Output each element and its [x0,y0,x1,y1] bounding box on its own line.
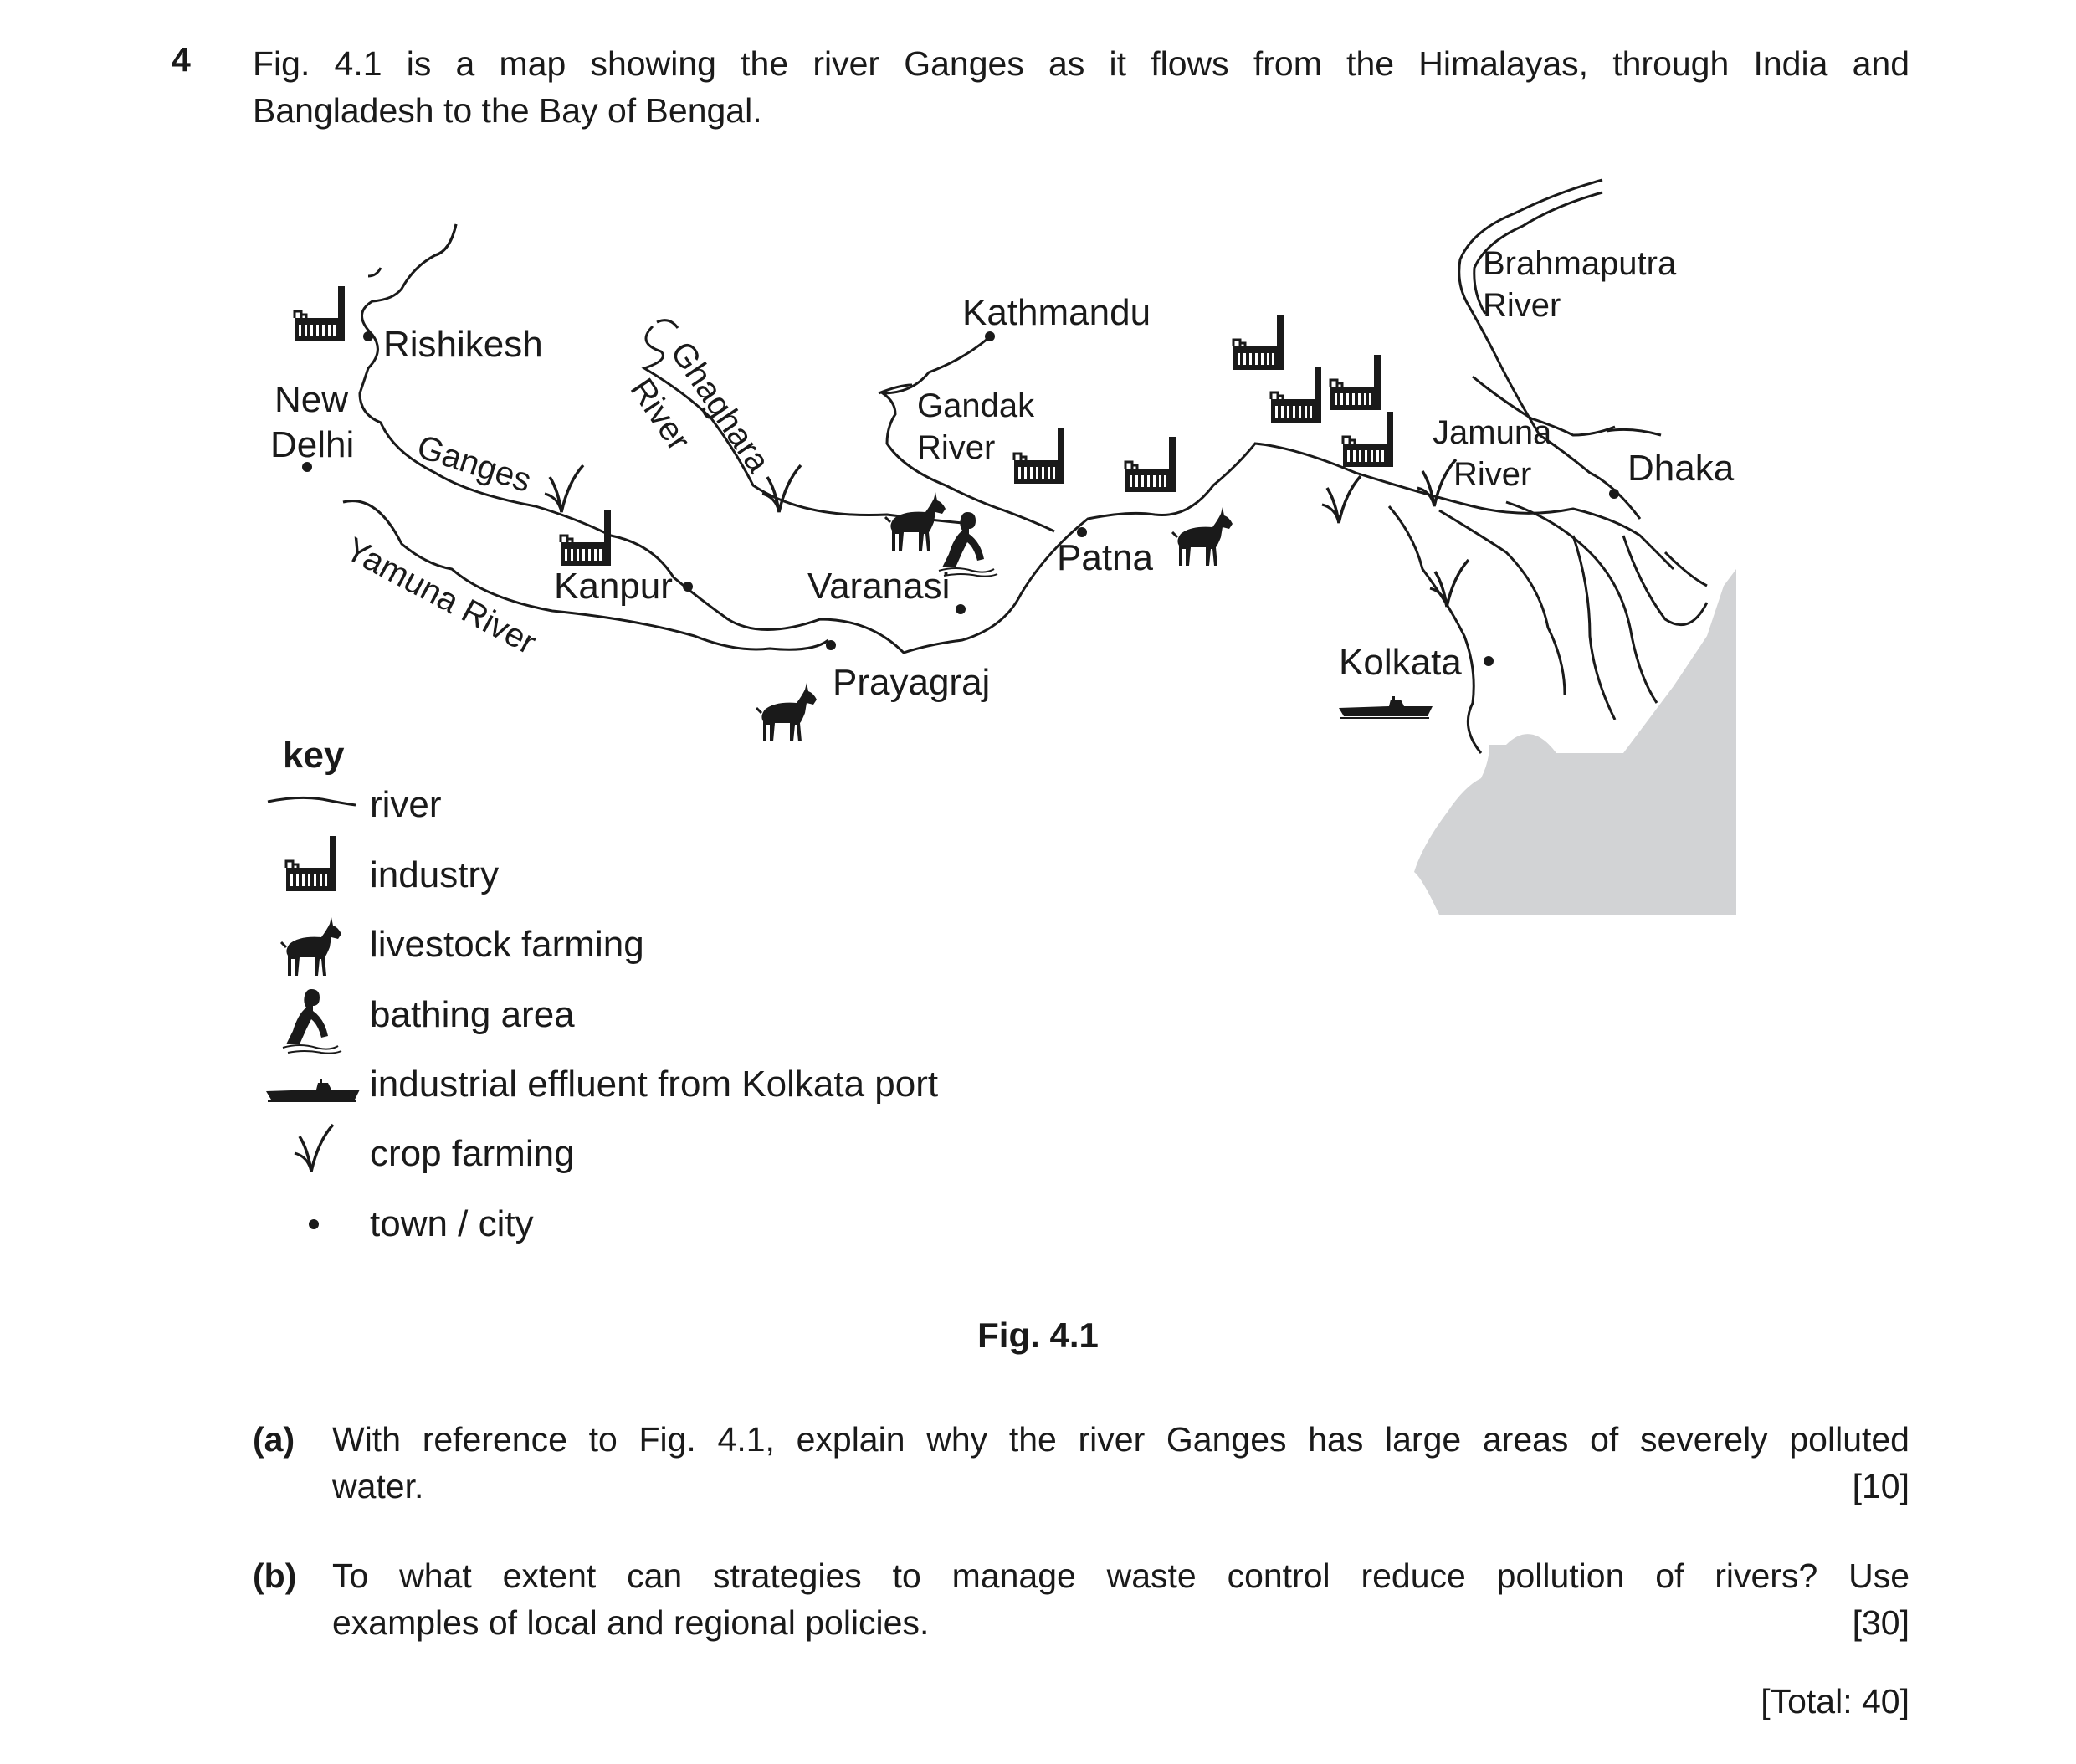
factory-icon [559,509,613,567]
label-delhi: Delhi [270,424,354,465]
part-b-line-2-text: examples of local and regional policies. [332,1603,930,1642]
label-yamuna: Yamuna River [340,531,542,661]
dot-kolkata [1484,656,1494,666]
label-brahmaputra-river: River [1483,287,1561,324]
part-a-line-1: With reference to Fig. 4.1, explain why … [332,1420,1909,1459]
label-varanasi: Varanasi [807,566,950,607]
key-label-effluent: industrial effluent from Kolkata port [370,1064,938,1105]
dot-kanpur [683,582,693,592]
bather-icon [282,988,342,1054]
label-kathmandu: Kathmandu [962,292,1151,333]
factory-icon [1124,435,1177,494]
figure-caption: Fig. 4.1 [977,1315,1099,1355]
label-prayagraj: Prayagraj [833,662,990,703]
label-new: New [274,379,348,420]
part-a-line-2-text: water. [332,1467,424,1505]
part-a-text: With reference to Fig. 4.1, explain why … [332,1416,1909,1510]
town-dots [302,331,1619,666]
label-rishikesh: Rishikesh [383,324,543,365]
factory-icon [1329,353,1382,412]
part-b-marks: [30] [1852,1603,1909,1642]
part-b-line-1: To what extent can strategies to manage … [332,1556,1909,1595]
part-a-line-2: water. [10] [332,1463,1909,1510]
dot-patna [1077,527,1087,537]
crop-icon [1428,558,1470,608]
question-intro: Fig. 4.1 is a map showing the river Gang… [253,40,1909,134]
map-key: key river industry livestock farming bat… [265,735,938,1244]
key-title: key [283,735,345,776]
part-b-label: (b) [253,1556,297,1595]
key-label-river: river [370,784,442,825]
dot-icon [309,1219,319,1229]
factory-icon [293,285,346,343]
factory-icon [1012,427,1066,485]
factory-icon [1341,410,1395,469]
label-ghaghara: Ghaghara [664,335,777,479]
intro-line-1: Fig. 4.1 is a map showing the river Gang… [253,44,1909,83]
crop-icon [293,1123,335,1173]
part-b-text: To what extent can strategies to manage … [332,1552,1909,1646]
intro-line-2: Bangladesh to the Bay of Bengal. [253,91,762,130]
ship-icon [1338,695,1433,719]
label-ganges: Ganges [413,428,536,500]
key-label-industry: industry [370,854,499,895]
bay-of-bengal [1414,569,1736,915]
dot-new-delhi [302,462,312,472]
label-jamuna-river: River [1453,456,1531,493]
question-number: 4 [172,40,191,79]
label-jamuna: Jamuna [1433,414,1552,451]
key-label-town: town / city [370,1203,534,1244]
dot-rishikesh [363,331,373,341]
dot-kathmandu [985,331,995,341]
part-a-label: (a) [253,1420,295,1459]
factory-icon [1269,366,1323,424]
dot-prayagraj [826,640,836,650]
key-label-crop: crop farming [370,1133,575,1174]
part-b-line-2: examples of local and regional policies.… [332,1599,1909,1646]
goat-icon [279,915,343,977]
total-marks: [Total: 40] [1761,1682,1909,1720]
factory-icon [284,834,338,893]
river-network [342,178,1709,754]
label-brahmaputra: Brahmaputra [1483,245,1677,282]
ship-icon [265,1079,361,1102]
dot-varanasi [956,604,966,614]
ganges-map: Rishikesh New Delhi Ganges Yamuna River … [265,178,1736,1244]
goat-icon [755,681,818,743]
label-gandak-river: River [917,429,995,466]
crop-icon [1320,474,1362,525]
river-line-icon [267,796,356,807]
dot-dhaka [1609,489,1619,499]
factory-icon [1232,313,1285,372]
label-kanpur: Kanpur [554,566,673,607]
label-dhaka: Dhaka [1627,448,1735,489]
key-label-bathing: bathing area [370,994,575,1035]
crop-icon [543,464,585,514]
goat-icon [1171,505,1234,567]
label-gandak: Gandak [917,387,1035,424]
part-a-marks: [10] [1852,1467,1909,1505]
label-kolkata: Kolkata [1339,642,1462,683]
key-label-livestock: livestock farming [370,924,644,965]
label-patna: Patna [1057,537,1154,578]
